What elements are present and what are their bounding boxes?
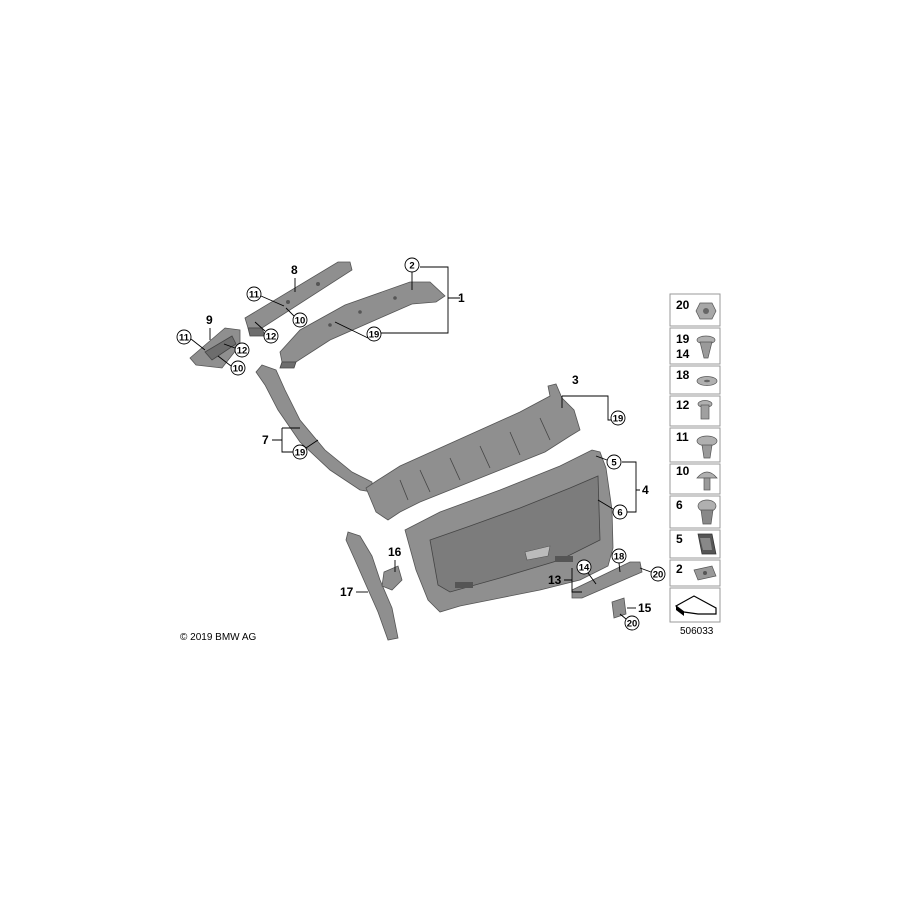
expanding-rivet-icon — [696, 435, 718, 459]
part-4-tailgate-panel — [404, 449, 614, 613]
callout-18: 18 — [614, 552, 625, 563]
legend-label-2: 14 — [676, 347, 690, 361]
part-1-header-trim — [279, 281, 446, 369]
trim-panel-icon — [674, 595, 717, 616]
callout-19-right: 19 — [613, 414, 624, 425]
callout-12-lower: 12 — [237, 346, 248, 357]
clip-icon — [696, 335, 716, 359]
callout-8: 8 — [291, 263, 298, 277]
part-8-trim-strip — [244, 261, 353, 337]
rivet-icon — [697, 400, 713, 420]
push-rivet-icon — [696, 471, 718, 491]
callout-9: 9 — [206, 313, 213, 327]
callout-20-right: 20 — [653, 570, 664, 581]
callout-19-left: 19 — [295, 448, 306, 459]
washer-icon — [696, 376, 718, 386]
part-3-tailgate-upper-trim — [365, 383, 581, 521]
speed-nut-icon — [693, 565, 717, 581]
callout-11-upper: 11 — [249, 290, 260, 301]
legend-label: 2 — [676, 562, 683, 576]
callout-11-lower: 11 — [179, 333, 190, 344]
part-16-bracket — [381, 565, 403, 591]
legend-label: 18 — [676, 368, 690, 382]
legend-cell — [669, 327, 721, 365]
spring-clip-icon — [697, 533, 717, 555]
callout-12-upper: 12 — [266, 332, 277, 343]
legend-label: 5 — [676, 532, 683, 546]
callout-14: 14 — [579, 563, 590, 574]
legend-label: 10 — [676, 464, 690, 478]
callout-16: 16 — [388, 545, 402, 559]
legend-cell — [669, 395, 721, 427]
part-17-side-strip — [345, 531, 399, 641]
part-15-plate — [611, 597, 627, 619]
callout-20-lower: 20 — [627, 619, 638, 630]
copyright: © 2019 BMW AG — [180, 632, 257, 643]
callout-1: 1 — [458, 291, 465, 305]
nut-icon — [695, 302, 717, 320]
trim-clip-icon — [697, 499, 717, 525]
callout-6: 6 — [617, 508, 622, 519]
callout-17: 17 — [340, 585, 354, 599]
part-13-handle-strip — [571, 561, 643, 599]
diagram-id: 506033 — [680, 626, 714, 637]
callout-10-lower: 10 — [233, 364, 244, 375]
part-9-bracket — [189, 327, 241, 369]
part-7-frame-trim — [255, 364, 373, 493]
callout-13: 13 — [548, 573, 562, 587]
legend-label: 19 — [676, 332, 690, 346]
callout-5: 5 — [611, 458, 617, 469]
callout-19-top: 19 — [369, 330, 380, 341]
callout-15: 15 — [638, 601, 652, 615]
callouts: 1 2 19 8 11 12 10 9 11 12 — [176, 257, 666, 631]
legend-label: 12 — [676, 398, 690, 412]
callout-2: 2 — [409, 261, 414, 272]
callout-7: 7 — [262, 433, 269, 447]
legend-label: 20 — [676, 298, 690, 312]
legend-cell — [669, 463, 721, 495]
callout-4: 4 — [642, 483, 649, 497]
callout-3: 3 — [572, 373, 579, 387]
callout-10-upper: 10 — [295, 316, 306, 327]
legend-label: 6 — [676, 498, 683, 512]
legend-label: 11 — [676, 430, 689, 444]
fastener-legend: 20 19 14 18 12 11 — [669, 293, 721, 637]
